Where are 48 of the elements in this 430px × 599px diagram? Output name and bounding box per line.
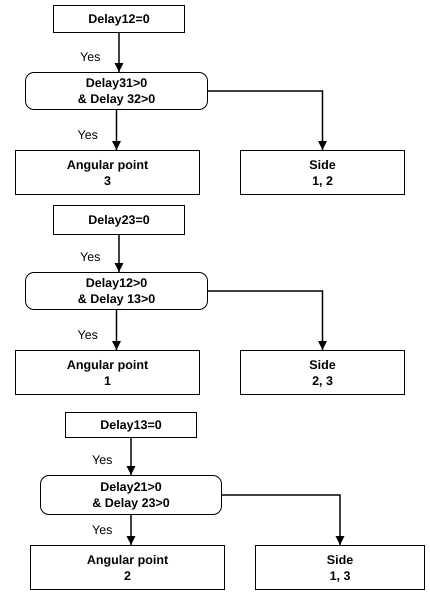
node-text: 1 (104, 372, 111, 388)
node-text: & Delay 23>0 (92, 495, 170, 511)
node-text: Delay31>0 (86, 75, 148, 91)
node-text: Angular point (66, 156, 148, 172)
decision-box (40, 475, 222, 515)
edge-label: Yes (79, 250, 102, 264)
node-text: 1, 2 (312, 172, 333, 188)
node-text: Delay13=0 (100, 417, 162, 433)
edge-label: Yes (79, 50, 102, 64)
process-box (15, 350, 200, 395)
node-text: Delay21>0 (100, 479, 162, 495)
process-box (240, 350, 405, 395)
arrow (112, 310, 121, 350)
node-text: Side (326, 552, 354, 568)
edge-label: Yes (91, 453, 114, 467)
node-text: 1, 3 (330, 568, 350, 584)
node-text: Angular point (66, 356, 148, 372)
node-text: Delay23=0 (88, 212, 150, 228)
edge-label: Yes (76, 128, 99, 142)
node-text: 2 (124, 568, 131, 584)
arrow (222, 494, 344, 545)
decision-box (25, 72, 208, 110)
edge-label: Yes (91, 523, 114, 537)
node-text: Delay12=0 (88, 11, 150, 27)
process-box (240, 150, 405, 195)
node-text: Side (309, 356, 336, 372)
arrow (126, 515, 136, 545)
node-text: & Delay 13>0 (78, 291, 156, 307)
arrow (208, 90, 327, 150)
node-text: Angular point (86, 552, 168, 568)
arrow (208, 290, 327, 350)
process-box (53, 205, 185, 235)
process-box (15, 150, 200, 195)
arrow (126, 438, 136, 475)
edge-label: Yes (76, 328, 99, 342)
arrow (114, 235, 124, 272)
process-box (255, 545, 425, 590)
node-text: 3 (104, 172, 111, 188)
process-box (30, 545, 225, 590)
node-text: & Delay 32>0 (78, 91, 156, 107)
arrow (114, 33, 124, 72)
process-box (53, 5, 185, 33)
node-text: Delay12>0 (86, 275, 148, 291)
node-text: Side (309, 156, 336, 172)
arrow (112, 110, 121, 150)
node-text: 2, 3 (312, 372, 333, 388)
process-box (65, 412, 197, 438)
decision-box (25, 272, 208, 310)
